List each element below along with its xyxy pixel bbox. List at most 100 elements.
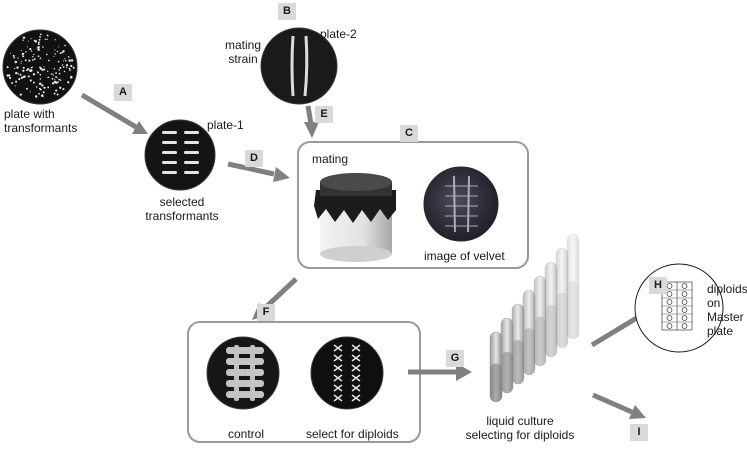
colony-speck xyxy=(39,66,41,69)
control-patch xyxy=(226,380,247,387)
colony-speck xyxy=(46,34,49,37)
step-badge-f: F xyxy=(257,304,275,321)
colony-speck xyxy=(20,50,22,52)
master-colony xyxy=(681,283,688,289)
culture-tube xyxy=(566,233,580,340)
master-colony xyxy=(681,307,688,313)
label-image-of-velvet: image of velvet xyxy=(424,249,505,263)
control-patch xyxy=(226,369,247,376)
colony-speck xyxy=(44,38,46,40)
diploid-colony xyxy=(333,384,343,392)
master-colony xyxy=(666,307,673,313)
label-plate-2: plate-2 xyxy=(320,27,357,41)
colony-speck xyxy=(38,82,42,85)
label-diploids-line1: diploids xyxy=(707,282,747,296)
colony-speck xyxy=(28,59,31,62)
label-diploids-line3: Master xyxy=(707,310,744,324)
colony-speck xyxy=(35,86,38,88)
label-diploids-line2: on xyxy=(707,296,721,310)
label-select-for-diploids: select for diploids xyxy=(306,427,399,441)
colony-speck xyxy=(30,66,33,69)
colony-speck xyxy=(65,59,67,62)
step-badge-i: I xyxy=(630,424,648,441)
label-mating-strain-line1: mating xyxy=(224,38,262,52)
diploid-colonies xyxy=(333,344,361,402)
colony-speck xyxy=(37,55,40,58)
colony-speck xyxy=(20,60,22,62)
colony-speck xyxy=(26,46,28,48)
label-plate-with-transformants-line2: transformants xyxy=(4,121,78,135)
culture-tube xyxy=(500,317,514,394)
colony-speck xyxy=(57,81,60,83)
transformant-streak xyxy=(162,151,177,154)
colony-speck xyxy=(32,81,35,84)
velvet-jar xyxy=(314,173,396,262)
label-selected-transformants-line1: selected xyxy=(159,195,205,209)
colony-speck xyxy=(14,85,16,87)
label-mating: mating xyxy=(312,152,349,166)
arrow-d xyxy=(227,161,290,182)
transformant-streak xyxy=(184,131,199,134)
control-patch xyxy=(243,347,264,354)
colony-speck xyxy=(62,66,65,68)
colony-speck xyxy=(66,67,68,69)
colony-speck xyxy=(15,71,18,75)
colony-speck xyxy=(29,91,31,93)
label-mating-strain: mating strain xyxy=(220,38,266,66)
colony-speck xyxy=(14,60,18,64)
colony-speck xyxy=(55,89,58,92)
label-selected-transformants: selected transformants xyxy=(130,195,234,223)
colony-speck xyxy=(37,41,40,44)
colony-speck xyxy=(22,55,25,58)
colony-speck xyxy=(20,76,24,79)
master-colony xyxy=(666,291,673,297)
master-colony xyxy=(681,299,688,305)
colony-speck xyxy=(58,72,61,75)
liquid-culture-tubes xyxy=(489,233,580,403)
colony-speck xyxy=(68,59,71,62)
colony-speck xyxy=(39,57,42,60)
colony-speck xyxy=(6,74,9,77)
colony-speck xyxy=(22,75,25,79)
culture-tube xyxy=(544,261,558,358)
colony-speck xyxy=(67,56,70,58)
label-liquid-culture: liquid culture selecting for diploids xyxy=(450,414,590,442)
transformant-streak xyxy=(162,141,177,144)
colony-speck xyxy=(22,69,25,72)
colony-speck xyxy=(61,51,63,54)
control-patch xyxy=(226,358,247,365)
colony-speck xyxy=(26,69,28,71)
diploid-colony xyxy=(333,354,343,362)
diploid-colony xyxy=(333,374,343,382)
colony-speck xyxy=(63,60,65,62)
colony-speck xyxy=(64,44,66,47)
colony-speck xyxy=(26,87,28,90)
diploid-colony xyxy=(351,364,361,372)
diploid-colony xyxy=(333,394,343,402)
colony-speck xyxy=(56,50,59,53)
colony-speck xyxy=(20,63,22,65)
label-plate-1: plate-1 xyxy=(207,118,244,132)
colony-speck xyxy=(11,82,14,84)
step-badge-a: A xyxy=(114,84,132,101)
control-patch xyxy=(226,391,247,398)
label-liquid-culture-line2: selecting for diploids xyxy=(465,428,575,442)
colony-speck xyxy=(54,79,56,81)
label-selected-transformants-line2: transformants xyxy=(145,209,219,223)
colony-speck xyxy=(36,47,38,49)
colony-speck xyxy=(30,38,32,40)
colony-speck xyxy=(63,70,66,73)
diploid-colony xyxy=(333,364,343,372)
colony-speck xyxy=(16,66,19,69)
colony-speck xyxy=(38,38,41,41)
master-colony xyxy=(681,315,688,321)
colony-speck xyxy=(38,92,40,95)
transformant-streak xyxy=(162,161,177,164)
colony-speck xyxy=(15,80,18,83)
colony-speck xyxy=(66,64,69,67)
colony-speck xyxy=(59,66,62,69)
colony-speck xyxy=(32,56,34,58)
control-patch xyxy=(226,347,247,354)
mating-strain-streak-2 xyxy=(303,35,309,97)
